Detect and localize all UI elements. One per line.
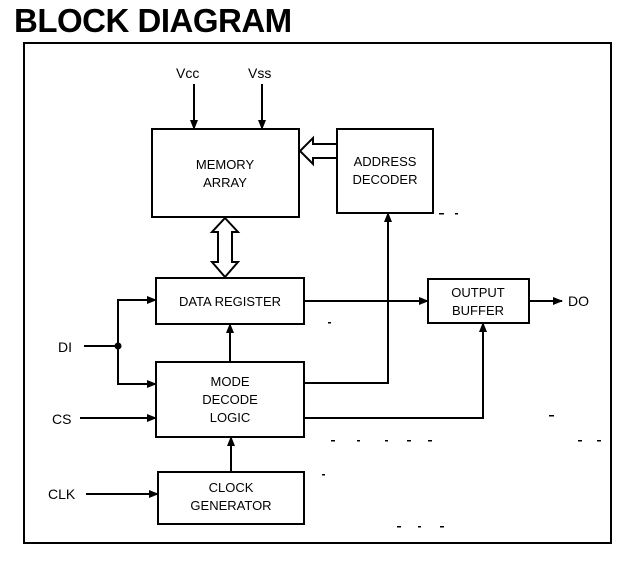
clock-generator-block: CLOCK GENERATOR (157, 471, 305, 525)
page-title: BLOCK DIAGRAM (14, 2, 292, 39)
clk-label: CLK (48, 486, 76, 502)
scan-speckles (322, 213, 601, 528)
do-label: DO (568, 293, 589, 309)
address-decoder-block: ADDRESS DECODER (336, 128, 434, 214)
clock-generator-label-line2: GENERATOR (190, 498, 271, 513)
diagram-frame (23, 42, 612, 544)
di-to-mode-decode (117, 346, 157, 388)
mode-decode-logic-label-line1: MODE (211, 374, 250, 389)
cs-label: CS (52, 411, 71, 427)
di-label: DI (58, 339, 72, 355)
address-decoder-label-line2: DECODER (352, 172, 417, 187)
vcc-label: Vcc (176, 65, 199, 81)
output-buffer-block: OUTPUT BUFFER (427, 278, 530, 324)
vss-label: Vss (248, 65, 271, 81)
clock-generator-label-line1: CLOCK (209, 480, 254, 495)
address-bus-arrow (298, 135, 338, 167)
memory-array-label-line1: MEMORY (196, 157, 255, 172)
memory-array-block: MEMORY ARRAY (151, 128, 300, 218)
mode-decode-logic-label-line2: DECODE (202, 392, 258, 407)
output-buffer-label-line1: OUTPUT (451, 285, 505, 300)
address-decoder-label-line1: ADDRESS (354, 154, 417, 169)
mode-to-output-buffer-arrow (304, 322, 487, 419)
data-register-block: DATA REGISTER (155, 277, 305, 325)
data-register-label: DATA REGISTER (179, 294, 281, 309)
output-buffer-label-line2: BUFFER (452, 303, 504, 318)
data-bus-arrow (209, 216, 241, 279)
mode-to-address-decoder-arrow (304, 212, 392, 384)
mode-decode-logic-label-line3: LOGIC (210, 410, 250, 425)
mode-decode-logic-block: MODE DECODE LOGIC (155, 361, 305, 438)
memory-array-label-line2: ARRAY (203, 175, 247, 190)
di-to-data-register (117, 296, 157, 346)
